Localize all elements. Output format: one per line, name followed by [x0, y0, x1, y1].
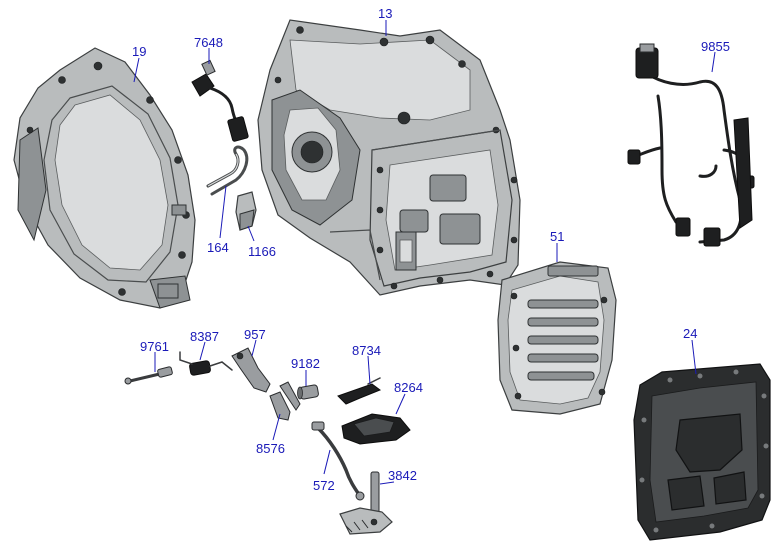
callout-9182: 9182: [291, 356, 320, 371]
callout-51: 51: [550, 229, 564, 244]
callout-8387: 8387: [190, 329, 219, 344]
callout-1166: 1166: [248, 244, 276, 259]
part-8576-link[interactable]: [269, 381, 301, 421]
part-3842-shaft-detent[interactable]: [339, 471, 393, 535]
part-572-rod[interactable]: [311, 421, 365, 501]
callout-13: 13: [378, 6, 392, 21]
callout-7648: 7648: [194, 35, 223, 50]
part-8734-bracket[interactable]: [337, 377, 382, 405]
part-1166-bracket[interactable]: [235, 191, 257, 231]
callout-labels: 19 7648 13 9855 164 1166 51 24 9761 8387…: [132, 6, 730, 493]
callout-9761: 9761: [140, 339, 169, 354]
part-19-bell-housing[interactable]: [13, 47, 196, 309]
callout-957: 957: [244, 327, 266, 342]
part-9855-wiring-harness[interactable]: [627, 43, 755, 247]
part-9761-pin[interactable]: [124, 366, 173, 385]
callout-3842: 3842: [388, 468, 417, 483]
callout-572: 572: [313, 478, 335, 493]
callout-164: 164: [207, 240, 229, 255]
part-8387-spring[interactable]: [179, 351, 233, 376]
part-8264-range-sensor[interactable]: [341, 413, 411, 445]
leader-lines: [133, 20, 716, 485]
callout-24: 24: [683, 326, 697, 341]
part-51-valve-body[interactable]: [497, 261, 617, 415]
part-164-tube[interactable]: [206, 145, 249, 196]
part-13-transmission-case[interactable]: [257, 19, 521, 296]
part-24-oil-pan[interactable]: [633, 363, 771, 541]
part-9182-sleeve[interactable]: [297, 384, 319, 400]
part-7648-speed-sensor[interactable]: [191, 59, 249, 142]
callout-9855: 9855: [701, 39, 730, 54]
callout-8264: 8264: [394, 380, 423, 395]
part-957-lever[interactable]: [231, 347, 271, 393]
callout-8734: 8734: [352, 343, 381, 358]
callout-8576: 8576: [256, 441, 285, 456]
callout-19: 19: [132, 44, 146, 59]
